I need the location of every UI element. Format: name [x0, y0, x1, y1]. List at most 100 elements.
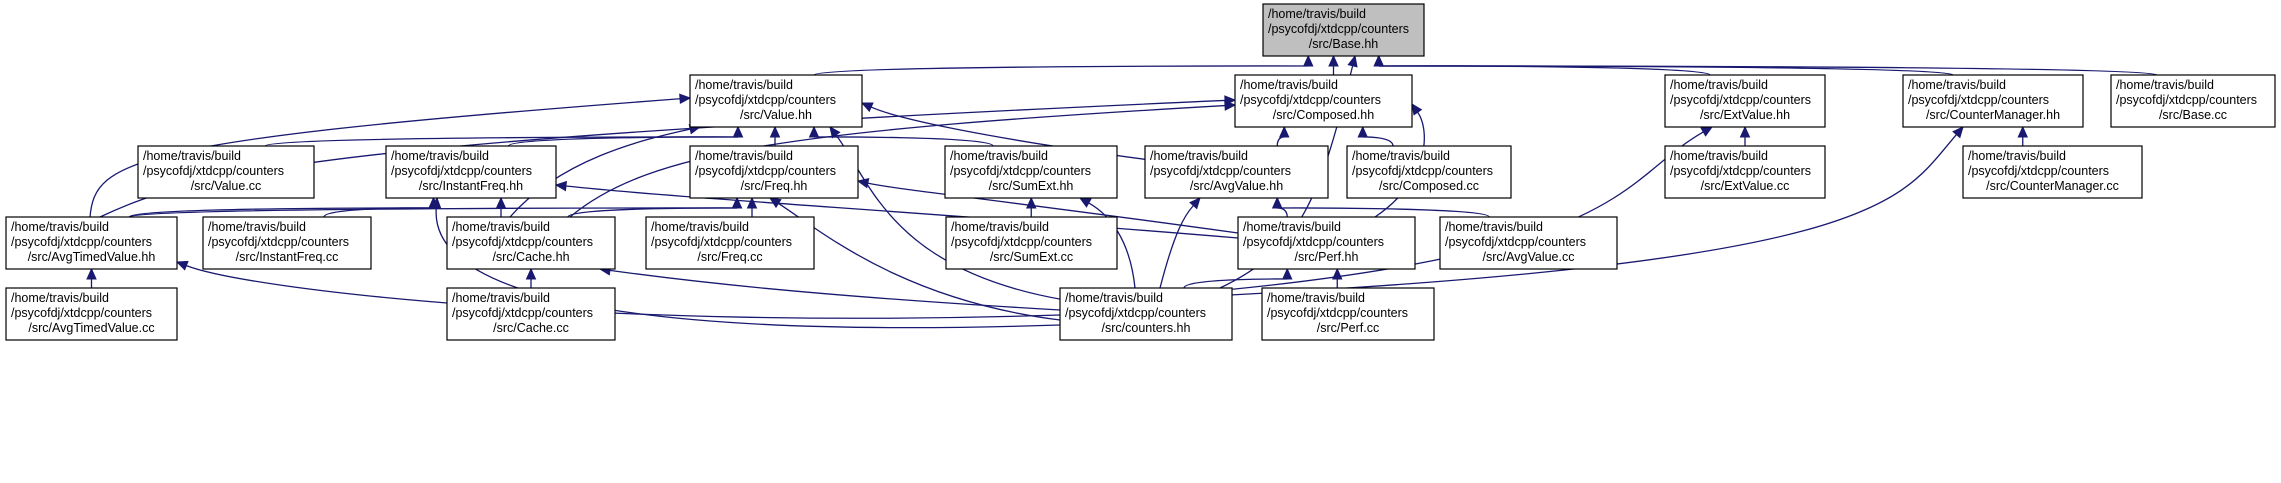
node-label-line: /psycofdj/xtdcpp/counters: [1267, 306, 1408, 320]
node-cache-cc[interactable]: /home/travis/build/psycofdj/xtdcpp/count…: [446, 287, 616, 341]
node-freq-hh[interactable]: /home/travis/build/psycofdj/xtdcpp/count…: [689, 145, 859, 199]
node-label-line: /src/AvgValue.cc: [1483, 250, 1575, 264]
include-edge: [778, 202, 1061, 321]
edges-layer: [86, 54, 2158, 329]
node-label-line: /psycofdj/xtdcpp/counters: [1240, 93, 1381, 107]
node-box: [2110, 74, 2276, 128]
node-label-line: /home/travis/build: [2116, 78, 2214, 92]
include-edge: [186, 264, 1061, 319]
node-extvalue-hh[interactable]: /home/travis/build/psycofdj/xtdcpp/count…: [1664, 74, 1826, 128]
node-avgtimedvalue-hh[interactable]: /home/travis/build/psycofdj/xtdcpp/count…: [5, 216, 178, 270]
arrowhead: [808, 125, 820, 138]
node-label-line: /home/travis/build: [11, 291, 109, 305]
node-box: [1237, 216, 1416, 270]
arrowhead: [856, 178, 870, 189]
arrowhead: [1952, 126, 1964, 139]
arrowhead: [1357, 125, 1369, 138]
node-label-line: /psycofdj/xtdcpp/counters: [2116, 93, 2257, 107]
node-label-line: /home/travis/build: [1267, 291, 1365, 305]
node-box: [1962, 145, 2143, 199]
include-edge: [1229, 134, 1957, 296]
node-composed-cc[interactable]: /home/travis/build/psycofdj/xtdcpp/count…: [1346, 145, 1512, 199]
arrowhead: [1271, 196, 1283, 209]
node-label-line: /home/travis/build: [452, 220, 550, 234]
node-label-line: /psycofdj/xtdcpp/counters: [143, 164, 284, 178]
node-label-line: /src/Perf.hh: [1295, 250, 1359, 264]
node-extvalue-cc[interactable]: /home/travis/build/psycofdj/xtdcpp/count…: [1664, 145, 1826, 199]
include-edge: [1362, 136, 1394, 147]
node-avgtimedvalue-cc[interactable]: /home/travis/build/psycofdj/xtdcpp/count…: [5, 287, 178, 341]
node-label-line: /src/Perf.cc: [1317, 321, 1380, 335]
node-composed-hh[interactable]: /home/travis/build/psycofdj/xtdcpp/count…: [1234, 74, 1413, 128]
node-label-line: /src/ExtValue.cc: [1701, 179, 1790, 193]
node-label-line: /psycofdj/xtdcpp/counters: [1150, 164, 1291, 178]
node-label-line: /src/Composed.cc: [1379, 179, 1479, 193]
arrowhead: [1700, 126, 1714, 137]
node-value-cc[interactable]: /home/travis/build/psycofdj/xtdcpp/count…: [137, 145, 315, 199]
node-label-line: /src/CounterManager.cc: [1986, 179, 2119, 193]
node-label-line: /home/travis/build: [11, 220, 109, 234]
node-label-line: /src/Base.hh: [1309, 37, 1379, 51]
node-label-line: /psycofdj/xtdcpp/counters: [1445, 235, 1586, 249]
node-base-hh[interactable]: /home/travis/build/psycofdj/xtdcpp/count…: [1262, 3, 1425, 57]
node-label-line: /src/InstantFreq.hh: [419, 179, 523, 193]
node-label-line: /home/travis/build: [1968, 149, 2066, 163]
node-label-line: /psycofdj/xtdcpp/counters: [452, 306, 593, 320]
arrowhead: [1078, 197, 1092, 208]
arrowhead: [2017, 125, 2029, 138]
node-box: [1902, 74, 2084, 128]
node-avgvalue-hh[interactable]: /home/travis/build/psycofdj/xtdcpp/count…: [1144, 145, 1329, 199]
include-edge: [1277, 207, 1288, 218]
node-label-line: /psycofdj/xtdcpp/counters: [1243, 235, 1384, 249]
node-box: [385, 145, 557, 199]
node-label-line: /psycofdj/xtdcpp/counters: [391, 164, 532, 178]
node-box: [1234, 74, 1413, 128]
node-sumext-hh[interactable]: /home/travis/build/psycofdj/xtdcpp/count…: [944, 145, 1118, 199]
node-box: [689, 145, 859, 199]
node-box: [1439, 216, 1618, 270]
node-label-line: /psycofdj/xtdcpp/counters: [950, 164, 1091, 178]
arrowhead: [430, 196, 442, 209]
node-sumext-cc[interactable]: /home/travis/build/psycofdj/xtdcpp/count…: [945, 216, 1118, 270]
node-label-line: /psycofdj/xtdcpp/counters: [11, 235, 152, 249]
node-label-line: /psycofdj/xtdcpp/counters: [1268, 22, 1409, 36]
node-perf-hh[interactable]: /home/travis/build/psycofdj/xtdcpp/count…: [1237, 216, 1416, 270]
node-cache-hh[interactable]: /home/travis/build/psycofdj/xtdcpp/count…: [446, 216, 616, 270]
node-label-line: /src/SumExt.hh: [989, 179, 1074, 193]
node-freq-cc[interactable]: /home/travis/build/psycofdj/xtdcpp/count…: [645, 216, 815, 270]
nodes-layer: /home/travis/build/psycofdj/xtdcpp/count…: [5, 3, 2276, 341]
node-label-line: /src/Value.cc: [191, 179, 262, 193]
node-base-cc[interactable]: /home/travis/build/psycofdj/xtdcpp/count…: [2110, 74, 2276, 128]
node-instantfreq-cc[interactable]: /home/travis/build/psycofdj/xtdcpp/count…: [202, 216, 372, 270]
arrowhead: [1328, 54, 1339, 67]
node-countermanager-hh[interactable]: /home/travis/build/psycofdj/xtdcpp/count…: [1902, 74, 2084, 128]
node-label-line: /src/AvgValue.hh: [1190, 179, 1283, 193]
node-value-hh[interactable]: /home/travis/build/psycofdj/xtdcpp/count…: [689, 74, 863, 128]
arrowhead: [860, 102, 874, 113]
node-box: [1262, 3, 1425, 57]
node-label-line: /src/AvgTimedValue.hh: [28, 250, 156, 264]
include-edge: [1159, 205, 1194, 289]
node-label-line: /src/ExtValue.hh: [1700, 108, 1790, 122]
include-edge: [1088, 202, 1136, 289]
node-countermanager-cc[interactable]: /home/travis/build/psycofdj/xtdcpp/count…: [1962, 145, 2143, 199]
include-edge: [507, 136, 739, 147]
node-counters-hh[interactable]: /home/travis/build/psycofdj/xtdcpp/count…: [1059, 287, 1233, 341]
node-avgvalue-cc[interactable]: /home/travis/build/psycofdj/xtdcpp/count…: [1439, 216, 1618, 270]
arrowhead: [769, 125, 781, 138]
node-instantfreq-hh[interactable]: /home/travis/build/psycofdj/xtdcpp/count…: [385, 145, 557, 199]
node-label-line: /psycofdj/xtdcpp/counters: [1065, 306, 1206, 320]
arrowhead: [1411, 102, 1423, 116]
arrowhead: [732, 125, 744, 138]
include-edge: [813, 65, 1309, 76]
arrowhead: [525, 267, 537, 280]
include-edge: [264, 136, 739, 147]
node-label-line: /src/Freq.cc: [697, 250, 762, 264]
node-box: [202, 216, 372, 270]
arrowhead: [1347, 54, 1358, 68]
node-perf-cc[interactable]: /home/travis/build/psycofdj/xtdcpp/count…: [1261, 287, 1435, 341]
node-label-line: /src/Value.hh: [740, 108, 812, 122]
arrowhead: [679, 93, 692, 105]
node-label-line: /home/travis/build: [1065, 291, 1163, 305]
